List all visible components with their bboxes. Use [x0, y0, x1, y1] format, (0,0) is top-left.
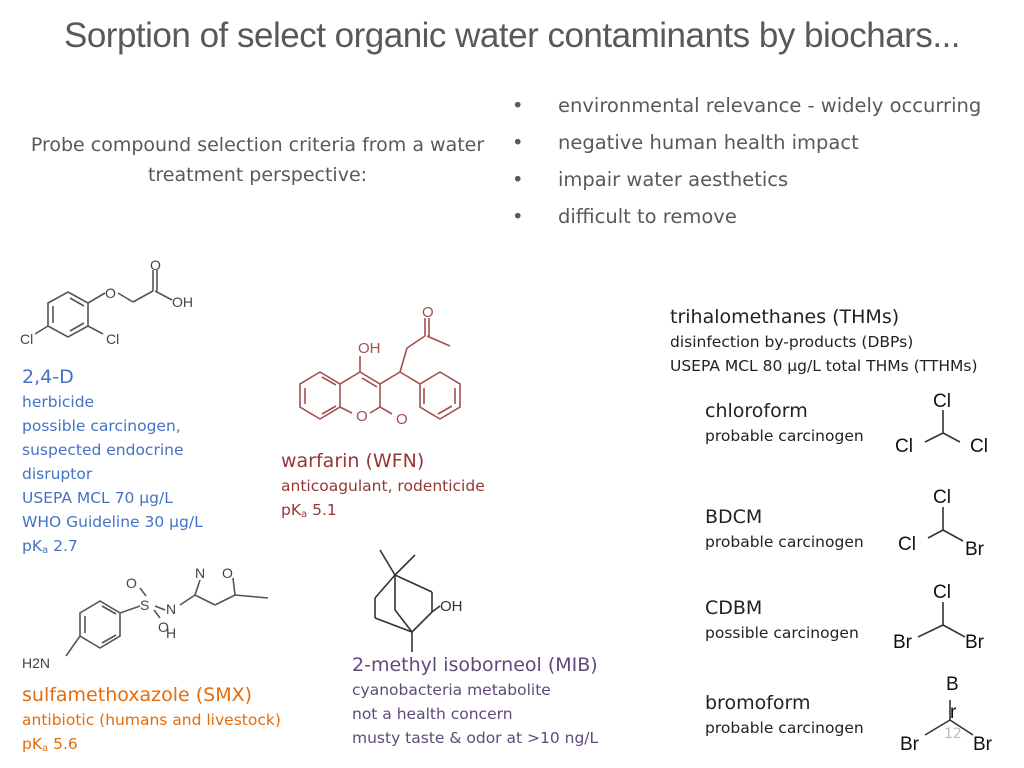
atom-label: O [150, 257, 161, 273]
atom-label: O [105, 285, 116, 301]
compound-2-4-d: 2,4-D herbicide possible carcinogen, sus… [22, 364, 203, 563]
list-item: •environmental relevance - widely occurr… [512, 94, 982, 117]
atom-label: r [950, 702, 957, 723]
page-number: 12 [944, 726, 962, 742]
atom-label: B [946, 674, 959, 695]
atom-label: H2N [22, 655, 50, 671]
atom-label: Cl [895, 436, 913, 457]
thm-structures [917, 410, 974, 736]
atom-label: Cl [20, 331, 33, 347]
atom-label: N [166, 601, 176, 617]
thm-bdcm: BDCM probable carcinogen [705, 506, 864, 551]
atom-label: Br [973, 734, 993, 755]
atom-label: O [222, 565, 233, 581]
atom-label: OH [172, 294, 193, 310]
atom-label: N [195, 565, 205, 581]
atom-label: S [140, 597, 149, 613]
structure-warfarin [299, 318, 461, 420]
atom-label: Cl [970, 436, 988, 457]
structure-2-4-d [34, 270, 173, 338]
atom-label: Cl [933, 582, 951, 603]
pka: pKa 5.1 [281, 501, 337, 520]
compound-name: 2-methyl isoborneol (MIB) [352, 654, 598, 676]
structure-mib [374, 549, 441, 652]
compound-smx: sulfamethoxazole (SMX) antibiotic (human… [22, 682, 281, 761]
pka: pKa 2.7 [22, 537, 78, 556]
atom-label: Cl [933, 391, 951, 412]
atom-label: O [126, 575, 137, 591]
atom-label: Br [965, 632, 985, 653]
probe-criteria-text: Probe compound selection criteria from a… [30, 134, 485, 186]
compound-name: warfarin (WFN) [281, 450, 425, 472]
atom-label: O [356, 408, 368, 425]
atom-label: O [396, 411, 408, 428]
compound-name: sulfamethoxazole (SMX) [22, 684, 253, 706]
thms-header: trihalomethanes (THMs) disinfection by-p… [670, 306, 978, 375]
thm-chloroform: chloroform probable carcinogen [705, 400, 864, 445]
criteria-list: •environmental relevance - widely occurr… [512, 92, 981, 240]
atom-label: Cl [898, 534, 916, 555]
structure-smx [65, 577, 269, 657]
compound-name: 2,4-D [22, 366, 74, 388]
list-item: •difficult to remove [512, 205, 737, 228]
atom-label: Br [900, 734, 920, 755]
slide-title: Sorption of select organic water contami… [63, 16, 961, 55]
list-item: •impair water aesthetics [512, 168, 789, 191]
thm-bromoform: bromoform probable carcinogen [705, 692, 864, 737]
thm-cdbm: CDBM possible carcinogen [705, 597, 859, 642]
atom-label: Cl [106, 331, 119, 347]
atom-label: Br [965, 539, 985, 560]
compound-mib: 2-methyl isoborneol (MIB) cyanobacteria … [352, 654, 599, 747]
pka: pKa 5.6 [22, 735, 78, 754]
atom-label: Br [893, 632, 913, 653]
atom-label: OH [440, 598, 463, 615]
atom-label: O [422, 304, 434, 321]
atom-label: H [166, 625, 176, 641]
compound-warfarin: warfarin (WFN) anticoagulant, rodenticid… [281, 448, 485, 527]
atom-label: OH [358, 340, 381, 357]
atom-label: Cl [933, 487, 951, 508]
atom-label: O [158, 619, 169, 635]
list-item: •negative human health impact [512, 131, 859, 154]
